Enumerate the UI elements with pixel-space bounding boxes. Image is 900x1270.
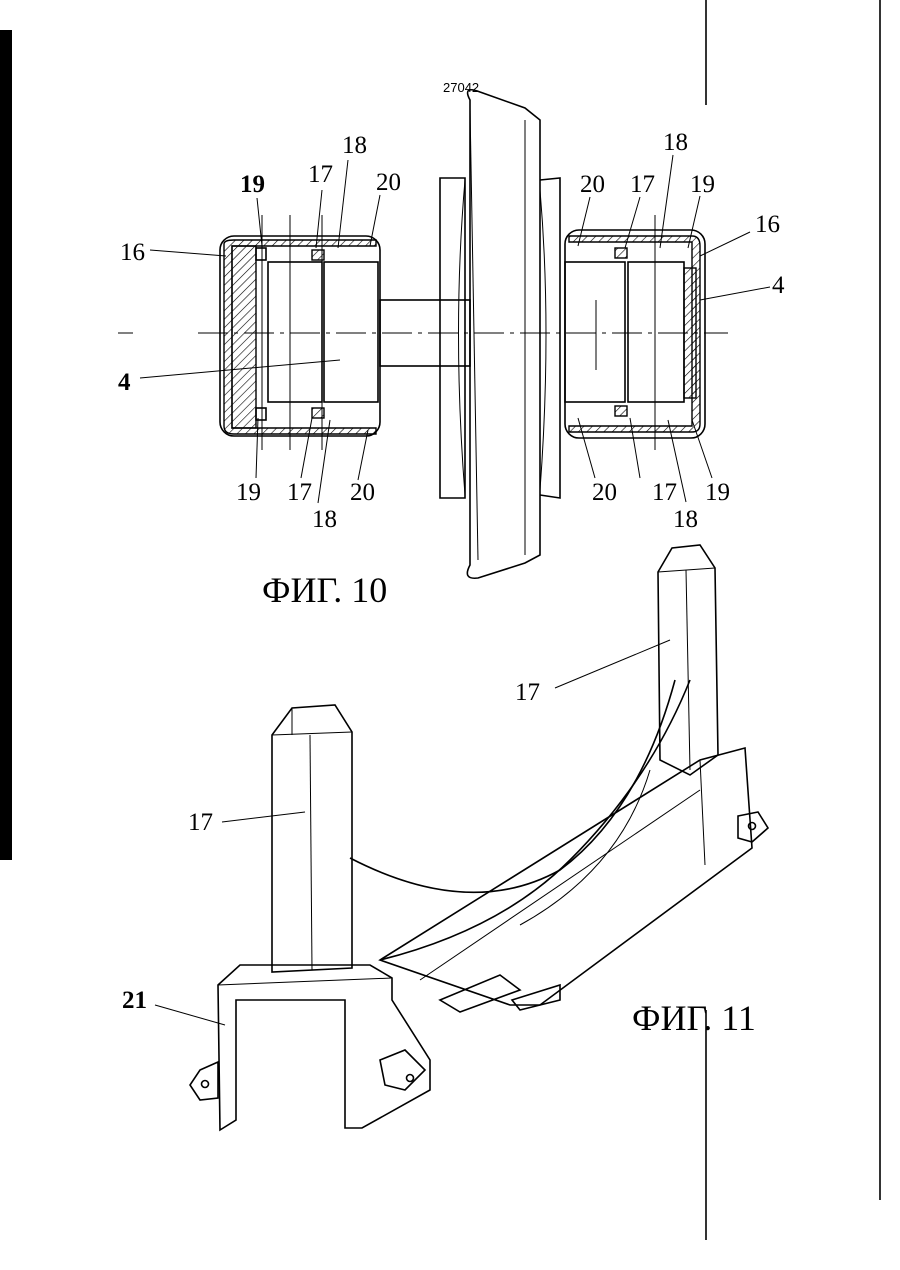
callout-17: 17: [287, 479, 312, 506]
callout-17: 17: [515, 679, 540, 706]
leader-21: [155, 1005, 225, 1025]
side-beam: [380, 748, 752, 1005]
callout-19: 19: [705, 479, 730, 506]
figure-11: 17 17 21 ФИГ. 11: [122, 545, 768, 1130]
figure-10: 19 17 18 20 16 4 19 17 18 20 18 20 17 19…: [118, 90, 785, 610]
callout-19: 19: [690, 171, 715, 198]
cradle-arc-inner: [350, 680, 675, 892]
cradle-arc-outer: [380, 680, 690, 960]
callout-4: 4: [118, 369, 131, 396]
fig10-leaders-right: [578, 155, 770, 502]
scan-edge-bar: [0, 30, 12, 860]
callout-20: 20: [350, 479, 375, 506]
callout-17: 17: [630, 171, 655, 198]
callout-18: 18: [312, 506, 337, 533]
callout-4: 4: [772, 272, 785, 299]
callout-21: 21: [122, 987, 147, 1014]
mount-ear-right: [738, 812, 768, 842]
callout-19: 19: [240, 171, 265, 198]
callout-18: 18: [673, 506, 698, 533]
skid: [440, 975, 520, 1012]
callout-17: 17: [652, 479, 677, 506]
leader-17-left: [222, 812, 305, 822]
callout-20: 20: [376, 169, 401, 196]
callout-17: 17: [188, 809, 213, 836]
callout-19: 19: [236, 479, 261, 506]
figure-11-caption: ФИГ. 11: [632, 998, 756, 1038]
callout-18: 18: [663, 129, 688, 156]
post-left: [272, 705, 352, 972]
frame-base: [190, 965, 430, 1130]
callout-16: 16: [120, 239, 145, 266]
figure-10-caption: ФИГ. 10: [262, 570, 387, 610]
wheel: [440, 90, 560, 578]
leader-17-right: [555, 640, 670, 688]
callout-17: 17: [308, 161, 333, 188]
callout-16: 16: [755, 211, 780, 238]
fig10-leaders-left: [140, 160, 380, 503]
post-right: [658, 545, 718, 775]
callout-20: 20: [580, 171, 605, 198]
callout-18: 18: [342, 132, 367, 159]
callout-20: 20: [592, 479, 617, 506]
document-number: 27042: [443, 80, 479, 95]
